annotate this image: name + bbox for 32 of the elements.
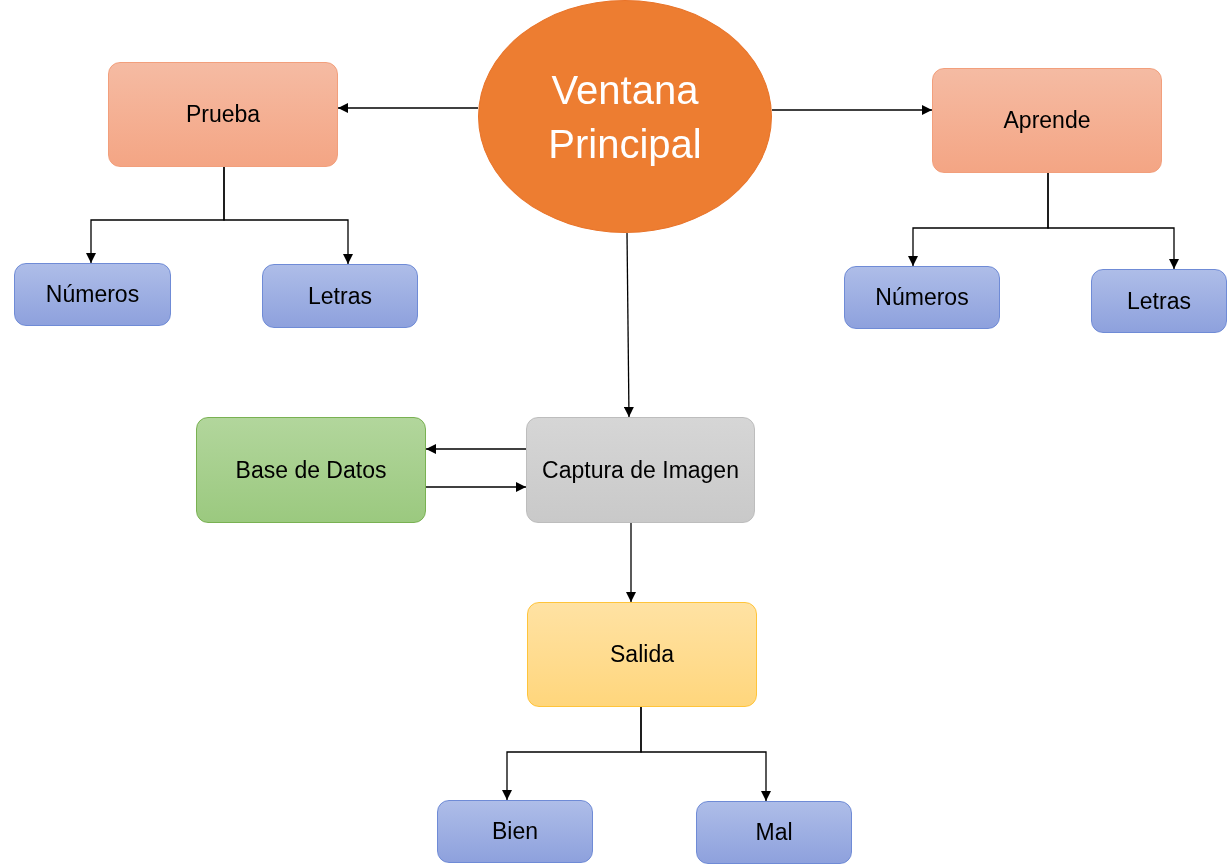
process-box xyxy=(14,263,171,326)
node-label: Letras xyxy=(308,281,372,311)
node-label: Prueba xyxy=(185,100,261,130)
process-box xyxy=(527,602,757,707)
node-label: Bien xyxy=(491,817,538,847)
process-box xyxy=(196,417,426,523)
arrow xyxy=(623,232,634,418)
process-box xyxy=(108,62,338,167)
arrow xyxy=(223,166,353,265)
node-label: Captura de Imagen xyxy=(542,455,739,485)
node-label: Números xyxy=(875,283,969,313)
node-label: Aprende xyxy=(1003,106,1091,136)
process-box xyxy=(526,417,755,523)
arrow xyxy=(640,706,771,802)
node-label: Números xyxy=(45,280,140,310)
arrow xyxy=(337,103,479,113)
process-box xyxy=(437,800,593,863)
arrow xyxy=(425,482,527,492)
node-label: Salida xyxy=(610,640,674,670)
arrow xyxy=(425,444,527,454)
process-box xyxy=(1091,269,1227,333)
arrow xyxy=(1047,172,1179,270)
arrow xyxy=(771,105,933,115)
process-box xyxy=(262,264,418,328)
node-label: Mal xyxy=(755,818,793,848)
node-label: Ventana Principal xyxy=(547,66,703,168)
arrow xyxy=(626,522,636,603)
node-label: Base de Datos xyxy=(235,455,387,485)
process-box xyxy=(844,266,1000,329)
process-box xyxy=(932,68,1162,173)
process-box xyxy=(696,801,852,864)
node-label: Letras xyxy=(1127,286,1191,316)
